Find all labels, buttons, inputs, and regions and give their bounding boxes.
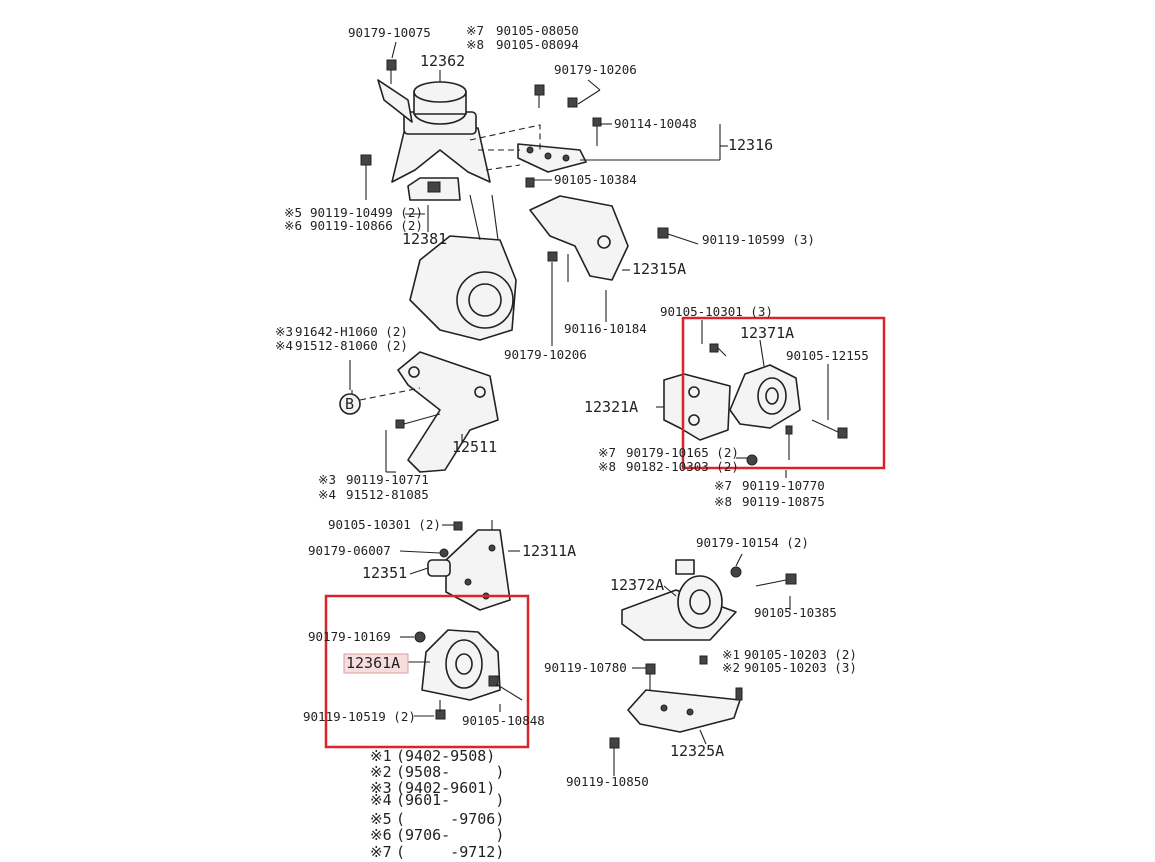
label-12511: 12511 <box>452 438 497 456</box>
highlight-box-12371A <box>681 316 886 470</box>
label-90179-10154: 90179-10154 (2) <box>696 535 809 550</box>
label-12371A: 12371A <box>740 324 794 342</box>
label-note-7-a: ※7 <box>466 23 484 38</box>
label-90105-10301-3: 90105-10301 (3) <box>660 304 773 319</box>
part-12381-bracket <box>407 177 461 201</box>
label-90119-10599: 90119-10599 (3) <box>702 232 815 247</box>
footnote-range-1: (9402-9508) <box>396 747 495 765</box>
label-90105-10848: 90105-10848 <box>462 713 545 728</box>
label-note-8-c: ※8 <box>714 494 732 509</box>
label-90116-10184: 90116-10184 <box>564 321 647 336</box>
label-note-6: ※6 <box>284 218 302 233</box>
label-90105-10203-3: 90105-10203 (3) <box>744 660 857 675</box>
leader-lines <box>351 41 829 776</box>
label-12321A: 12321A <box>584 398 638 416</box>
part-12361A-mount <box>414 629 523 720</box>
label-highlight-12361A <box>343 653 409 674</box>
label-12311A: 12311A <box>522 542 576 560</box>
label-91642-H1060: 91642-H1060 (2) <box>295 324 408 339</box>
label-90179-06007: 90179-06007 <box>308 543 391 558</box>
label-note-7-b: ※7 <box>598 445 616 460</box>
label-90114-10048: 90114-10048 <box>614 116 697 131</box>
label-90105-10301-2: 90105-10301 (2) <box>328 517 441 532</box>
label-90105-08094: 90105-08094 <box>496 37 579 52</box>
label-12362: 12362 <box>420 52 465 70</box>
label-90119-10875: 90119-10875 <box>742 494 825 509</box>
footnote-mark-5: ※5 <box>370 810 392 828</box>
label-note-2: ※2 <box>722 660 740 675</box>
footnote-range-6: (9706- ) <box>396 826 504 844</box>
label-12315A: 12315A <box>632 260 686 278</box>
label-90105-10203-2: 90105-10203 (2) <box>744 647 857 662</box>
label-91512-81085: 91512-81085 <box>346 487 429 502</box>
footnote-range-4: (9601- ) <box>396 791 504 809</box>
label-91512-81060: 91512-81060 (2) <box>295 338 408 353</box>
label-12361A: 12361A <box>346 654 400 672</box>
part-12316-bracket <box>517 84 602 188</box>
label-note-8-a: ※8 <box>466 37 484 52</box>
footnote-range-3: (9402-9601) <box>396 779 495 797</box>
callout-b-circle <box>339 393 361 415</box>
bolt-90119-10499 <box>360 154 372 200</box>
label-90119-10519: 90119-10519 (2) <box>303 709 416 724</box>
label-note-4-b: ※4 <box>318 487 336 502</box>
label-note-3-a: ※3 <box>275 324 293 339</box>
label-90179-10075: 90179-10075 <box>348 25 431 40</box>
footnote-mark-3: ※3 <box>370 779 392 797</box>
part-labels: 90179-10075 ※7 90105-08050 ※8 90105-0809… <box>275 23 869 789</box>
part-12371A-mount <box>663 343 848 466</box>
part-12315A-bracket <box>529 195 699 310</box>
label-90119-10850: 90119-10850 <box>566 774 649 789</box>
label-90179-10206-top: 90179-10206 <box>554 62 637 77</box>
label-note-8-b: ※8 <box>598 459 616 474</box>
label-12351: 12351 <box>362 564 407 582</box>
footnote-mark-7: ※7 <box>370 843 392 861</box>
footnote-range-7: ( -9712) <box>396 843 504 861</box>
label-90179-10169: 90179-10169 <box>308 629 391 644</box>
label-90105-10385: 90105-10385 <box>754 605 837 620</box>
label-note-4-a: ※4 <box>275 338 293 353</box>
footnote-mark-2: ※2 <box>370 763 392 781</box>
footnotes: ※1 (9402-9508) ※2 (9508- ) ※3 (9402-9601… <box>370 747 504 861</box>
part-12372A-mount <box>621 559 797 641</box>
footnote-mark-1: ※1 <box>370 747 392 765</box>
label-90119-10499: 90119-10499 (2) <box>310 205 423 220</box>
label-90179-10206-bottom: 90179-10206 <box>504 347 587 362</box>
callout-b: B <box>345 395 354 413</box>
label-note-5: ※5 <box>284 205 302 220</box>
highlight-box-12361A <box>324 594 530 749</box>
footnote-range-5: ( -9706) <box>396 810 504 828</box>
footnote-range-2: (9508- ) <box>396 763 504 781</box>
label-90105-10384: 90105-10384 <box>554 172 637 187</box>
label-90179-10165: 90179-10165 (2) <box>626 445 739 460</box>
label-90119-10770: 90119-10770 <box>742 478 825 493</box>
footnote-mark-6: ※6 <box>370 826 392 844</box>
label-12325A: 12325A <box>670 742 724 760</box>
label-90119-10866: 90119-10866 (2) <box>310 218 423 233</box>
part-12511-bracket <box>349 351 499 473</box>
label-90105-12155: 90105-12155 <box>786 348 869 363</box>
part-12325A-bracket <box>609 655 743 770</box>
label-12381: 12381 <box>402 230 447 248</box>
label-90105-08050: 90105-08050 <box>496 23 579 38</box>
label-note-3-b: ※3 <box>318 472 336 487</box>
label-note-1: ※1 <box>722 647 740 662</box>
footnote-mark-4: ※4 <box>370 791 392 809</box>
part-12362-mount <box>377 59 491 183</box>
part-transmission-body <box>409 194 517 341</box>
label-90182-10303: 90182-10303 (2) <box>626 459 739 474</box>
label-90119-10771: 90119-10771 <box>346 472 429 487</box>
label-note-7-c: ※7 <box>714 478 732 493</box>
label-90119-10780: 90119-10780 <box>544 660 627 675</box>
label-12316: 12316 <box>728 136 773 154</box>
label-12372A: 12372A <box>610 576 664 594</box>
